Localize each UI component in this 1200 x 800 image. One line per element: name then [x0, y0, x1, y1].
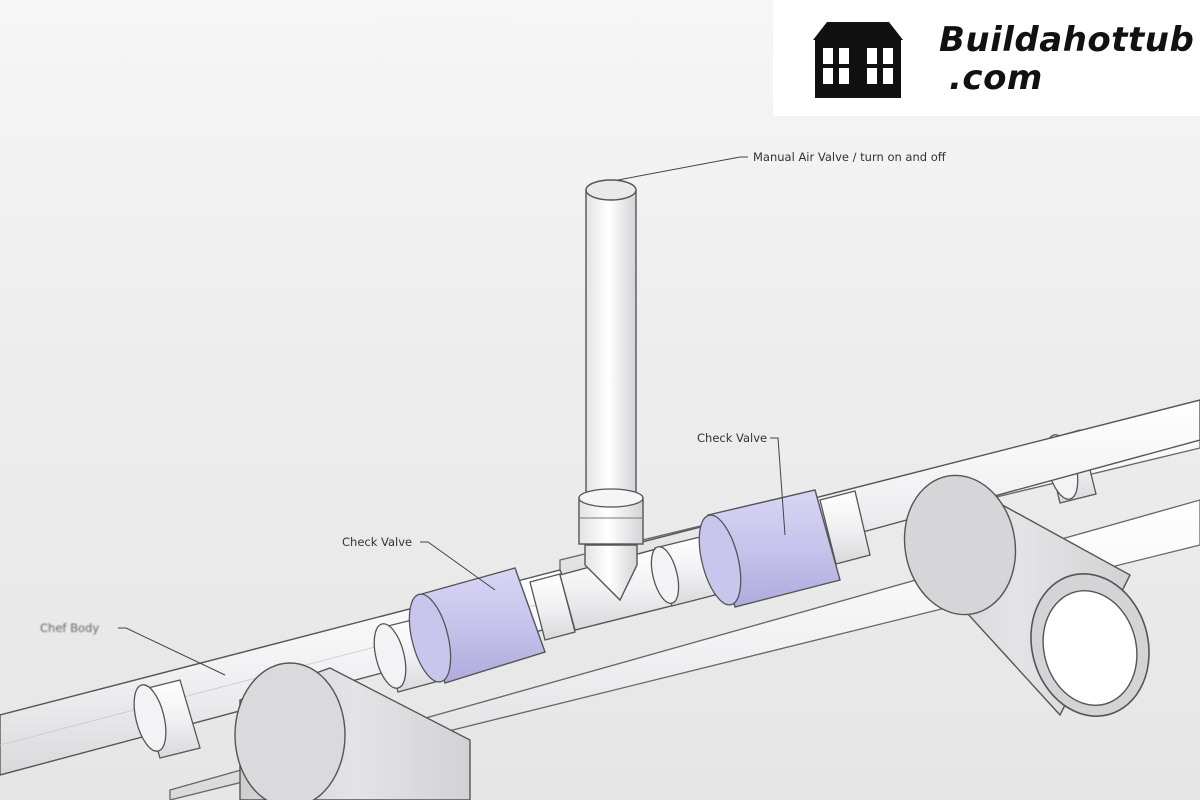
logo-text-line1: Buildahottub [939, 20, 1195, 60]
check-valve-left [408, 567, 546, 684]
hot-tub-house-icon [813, 22, 903, 98]
leader-air-valve [617, 156, 748, 181]
large-pipe-left [234, 662, 471, 800]
label-air-valve: Manual Air Valve / turn on and off [753, 150, 946, 164]
leader-check-valve-right [770, 437, 786, 536]
coupling-left [133, 679, 201, 759]
check-valve-right [698, 489, 841, 608]
air-valve-pipe [578, 179, 644, 545]
leader-body [118, 627, 226, 676]
label-body: Chef Body [40, 621, 100, 635]
coupling-right-valve [819, 490, 871, 565]
logo-banner: Buildahottub .com [773, 0, 1200, 116]
tee-fitting [559, 544, 676, 631]
large-pipe-right [903, 474, 1150, 717]
logo-text-line2: .com [949, 58, 1043, 98]
callout-lines [118, 156, 786, 676]
coupling-right-tee [650, 536, 716, 607]
leader-check-valve-left [420, 541, 496, 591]
label-check-valve-right: Check Valve [697, 431, 768, 445]
label-check-valve-left: Check Valve [342, 535, 413, 549]
